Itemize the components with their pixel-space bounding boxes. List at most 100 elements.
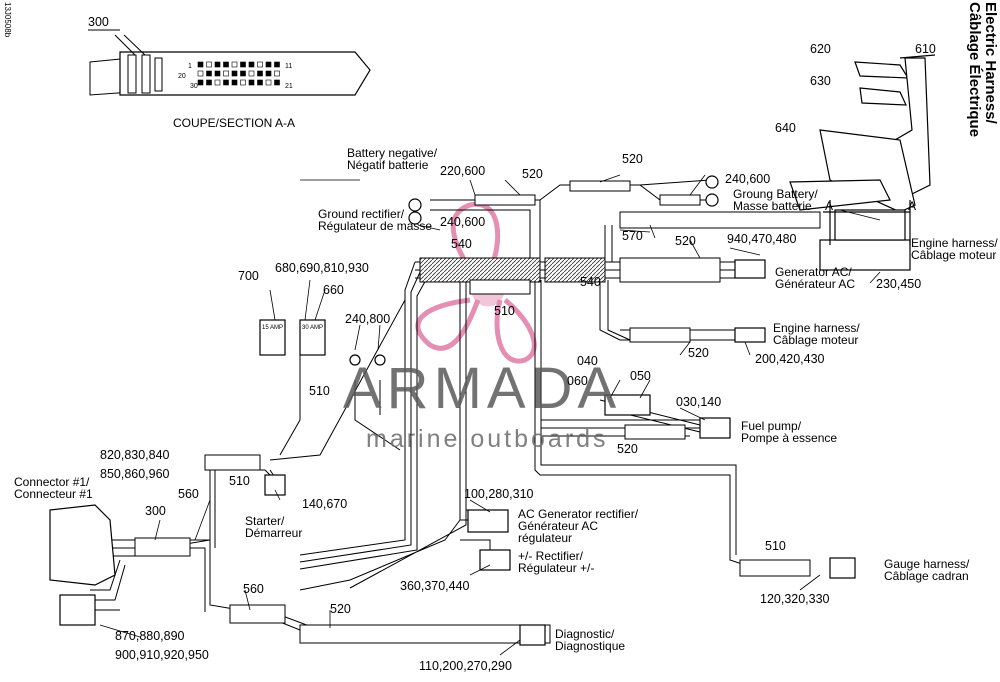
part-540-b: 540 xyxy=(580,275,601,289)
section-marker-right: A xyxy=(908,199,917,213)
pin-cell xyxy=(223,61,229,68)
part-520-a: 520 xyxy=(522,167,543,181)
label-negatif-batterie: Négatif batterie xyxy=(347,158,429,172)
title-line-2: Câblage Électrique xyxy=(966,2,983,138)
engine-harness-connector xyxy=(819,200,911,271)
part-300-top: 300 xyxy=(88,15,109,29)
part-140-670: 140,670 xyxy=(302,497,348,511)
label-ground-battery: Groung Battery/ xyxy=(733,187,818,201)
part-230-450: 230,450 xyxy=(876,277,922,291)
pin-grid xyxy=(197,61,280,86)
pin-cell xyxy=(274,61,280,68)
part-110-200-270-290: 110,200,270,290 xyxy=(419,659,512,673)
pin-cell xyxy=(197,61,204,68)
fuse-30-label: 30 AMP xyxy=(302,325,324,331)
label-generateur-ac: Générateur AC xyxy=(775,277,856,291)
part-680-690-810-930: 680,690,810,930 xyxy=(275,261,369,275)
section-label: COUPE/SECTION A-A xyxy=(173,116,296,130)
connector-620-630 xyxy=(789,54,936,213)
part-560-a: 560 xyxy=(178,487,199,501)
part-610: 610 xyxy=(915,42,936,56)
pin-cell xyxy=(265,70,272,77)
label-cablage-moteur-1: Câblage moteur xyxy=(911,248,997,262)
label-connector-1: Connector #1/ xyxy=(14,475,90,489)
pin-cell xyxy=(257,61,263,68)
pin-cell xyxy=(240,70,246,77)
label-diagnostic: Diagnostic/ xyxy=(555,627,615,641)
part-940-470-480: 940,470,480 xyxy=(727,232,797,246)
part-630: 630 xyxy=(810,74,831,88)
part-540-a: 540 xyxy=(451,237,472,251)
label-regulateur-masse: Régulateur de masse xyxy=(318,219,433,233)
pin-cell xyxy=(240,79,246,86)
part-820-830-840: 820,830,840 xyxy=(100,448,170,462)
pin-cell xyxy=(231,61,238,68)
part-520-f: 520 xyxy=(330,602,351,616)
label-battery-negative: Battery negative/ xyxy=(347,146,438,160)
sleeves xyxy=(134,180,821,644)
pin-cell xyxy=(274,70,280,77)
pin-cell xyxy=(248,70,255,77)
pin-cell xyxy=(257,70,263,77)
label-engine-harness-1: Engine harness/ xyxy=(911,236,998,250)
part-900-910-920-950: 900,910,920,950 xyxy=(115,648,209,662)
label-demarreur: Démarreur xyxy=(245,526,303,540)
part-120-320-330: 120,320,330 xyxy=(760,592,830,606)
pin-cell xyxy=(240,61,246,68)
pin-label-11: 11 xyxy=(285,63,293,70)
part-510-b: 510 xyxy=(309,384,330,398)
label-gauge-harness: Gauge harness/ xyxy=(884,557,970,571)
pin-cell xyxy=(248,79,255,86)
part-620: 620 xyxy=(810,42,831,56)
part-040: 040 xyxy=(577,354,598,368)
pin-cell xyxy=(214,79,221,86)
pin-cell xyxy=(206,61,212,68)
pin-cell xyxy=(214,70,221,77)
part-520-e: 520 xyxy=(617,442,638,456)
label-fuel-pump: Fuel pump/ xyxy=(741,419,802,433)
fuse-15-label: 15 AMP xyxy=(262,325,284,331)
section-marker-left: A xyxy=(825,199,834,213)
part-510-a: 510 xyxy=(494,304,515,318)
label-regulateur: régulateur xyxy=(518,531,573,545)
part-240-800: 240,800 xyxy=(345,312,391,326)
part-870-880-890: 870,880,890 xyxy=(115,629,185,643)
label-ac-gen-rectifier: AC Generator rectifier/ xyxy=(518,507,639,521)
watermark-brand: ARMADA xyxy=(343,356,622,421)
label-generateur-ac-2: Générateur AC xyxy=(518,519,599,533)
label-generator-ac: Generator AC/ xyxy=(775,265,852,279)
part-510-d: 510 xyxy=(765,539,786,553)
pin-cell xyxy=(274,79,280,86)
part-030-140: 030,140 xyxy=(676,395,722,409)
pin-cell xyxy=(265,79,272,86)
pin-cell xyxy=(265,61,272,68)
part-240-600-left: 240,600 xyxy=(440,215,486,229)
pin-label-30: 30 xyxy=(190,83,198,90)
part-220-600: 220,600 xyxy=(440,164,486,178)
part-850-860-960: 850,860,960 xyxy=(100,467,170,481)
label-starter: Starter/ xyxy=(245,514,285,528)
pin-cell xyxy=(223,79,229,86)
connectors xyxy=(49,175,856,646)
label-cablage-moteur-2: Câblage moteur xyxy=(773,333,859,347)
pin-cell xyxy=(231,79,238,86)
pin-cell xyxy=(231,70,238,77)
part-520-c: 520 xyxy=(675,234,696,248)
part-520-d: 520 xyxy=(688,346,709,360)
label-regulateur-pm: Régulateur +/- xyxy=(518,561,595,575)
label-diagnostique: Diagnostique xyxy=(555,639,626,653)
part-050: 050 xyxy=(630,369,651,383)
watermark-tagline: marine outboards xyxy=(366,425,609,453)
label-engine-harness-2: Engine harness/ xyxy=(773,321,860,335)
part-240-600-right: 240,600 xyxy=(725,172,771,186)
label-rectifier-pm: +/- Rectifier/ xyxy=(518,549,584,563)
pin-cell xyxy=(257,79,263,86)
part-700: 700 xyxy=(238,269,259,283)
pin-cell xyxy=(206,70,212,77)
label-connecteur-1: Connecteur #1 xyxy=(14,487,93,501)
pin-cell xyxy=(206,79,212,86)
part-360-370-440: 360,370,440 xyxy=(400,579,470,593)
part-560-b: 560 xyxy=(243,582,264,596)
